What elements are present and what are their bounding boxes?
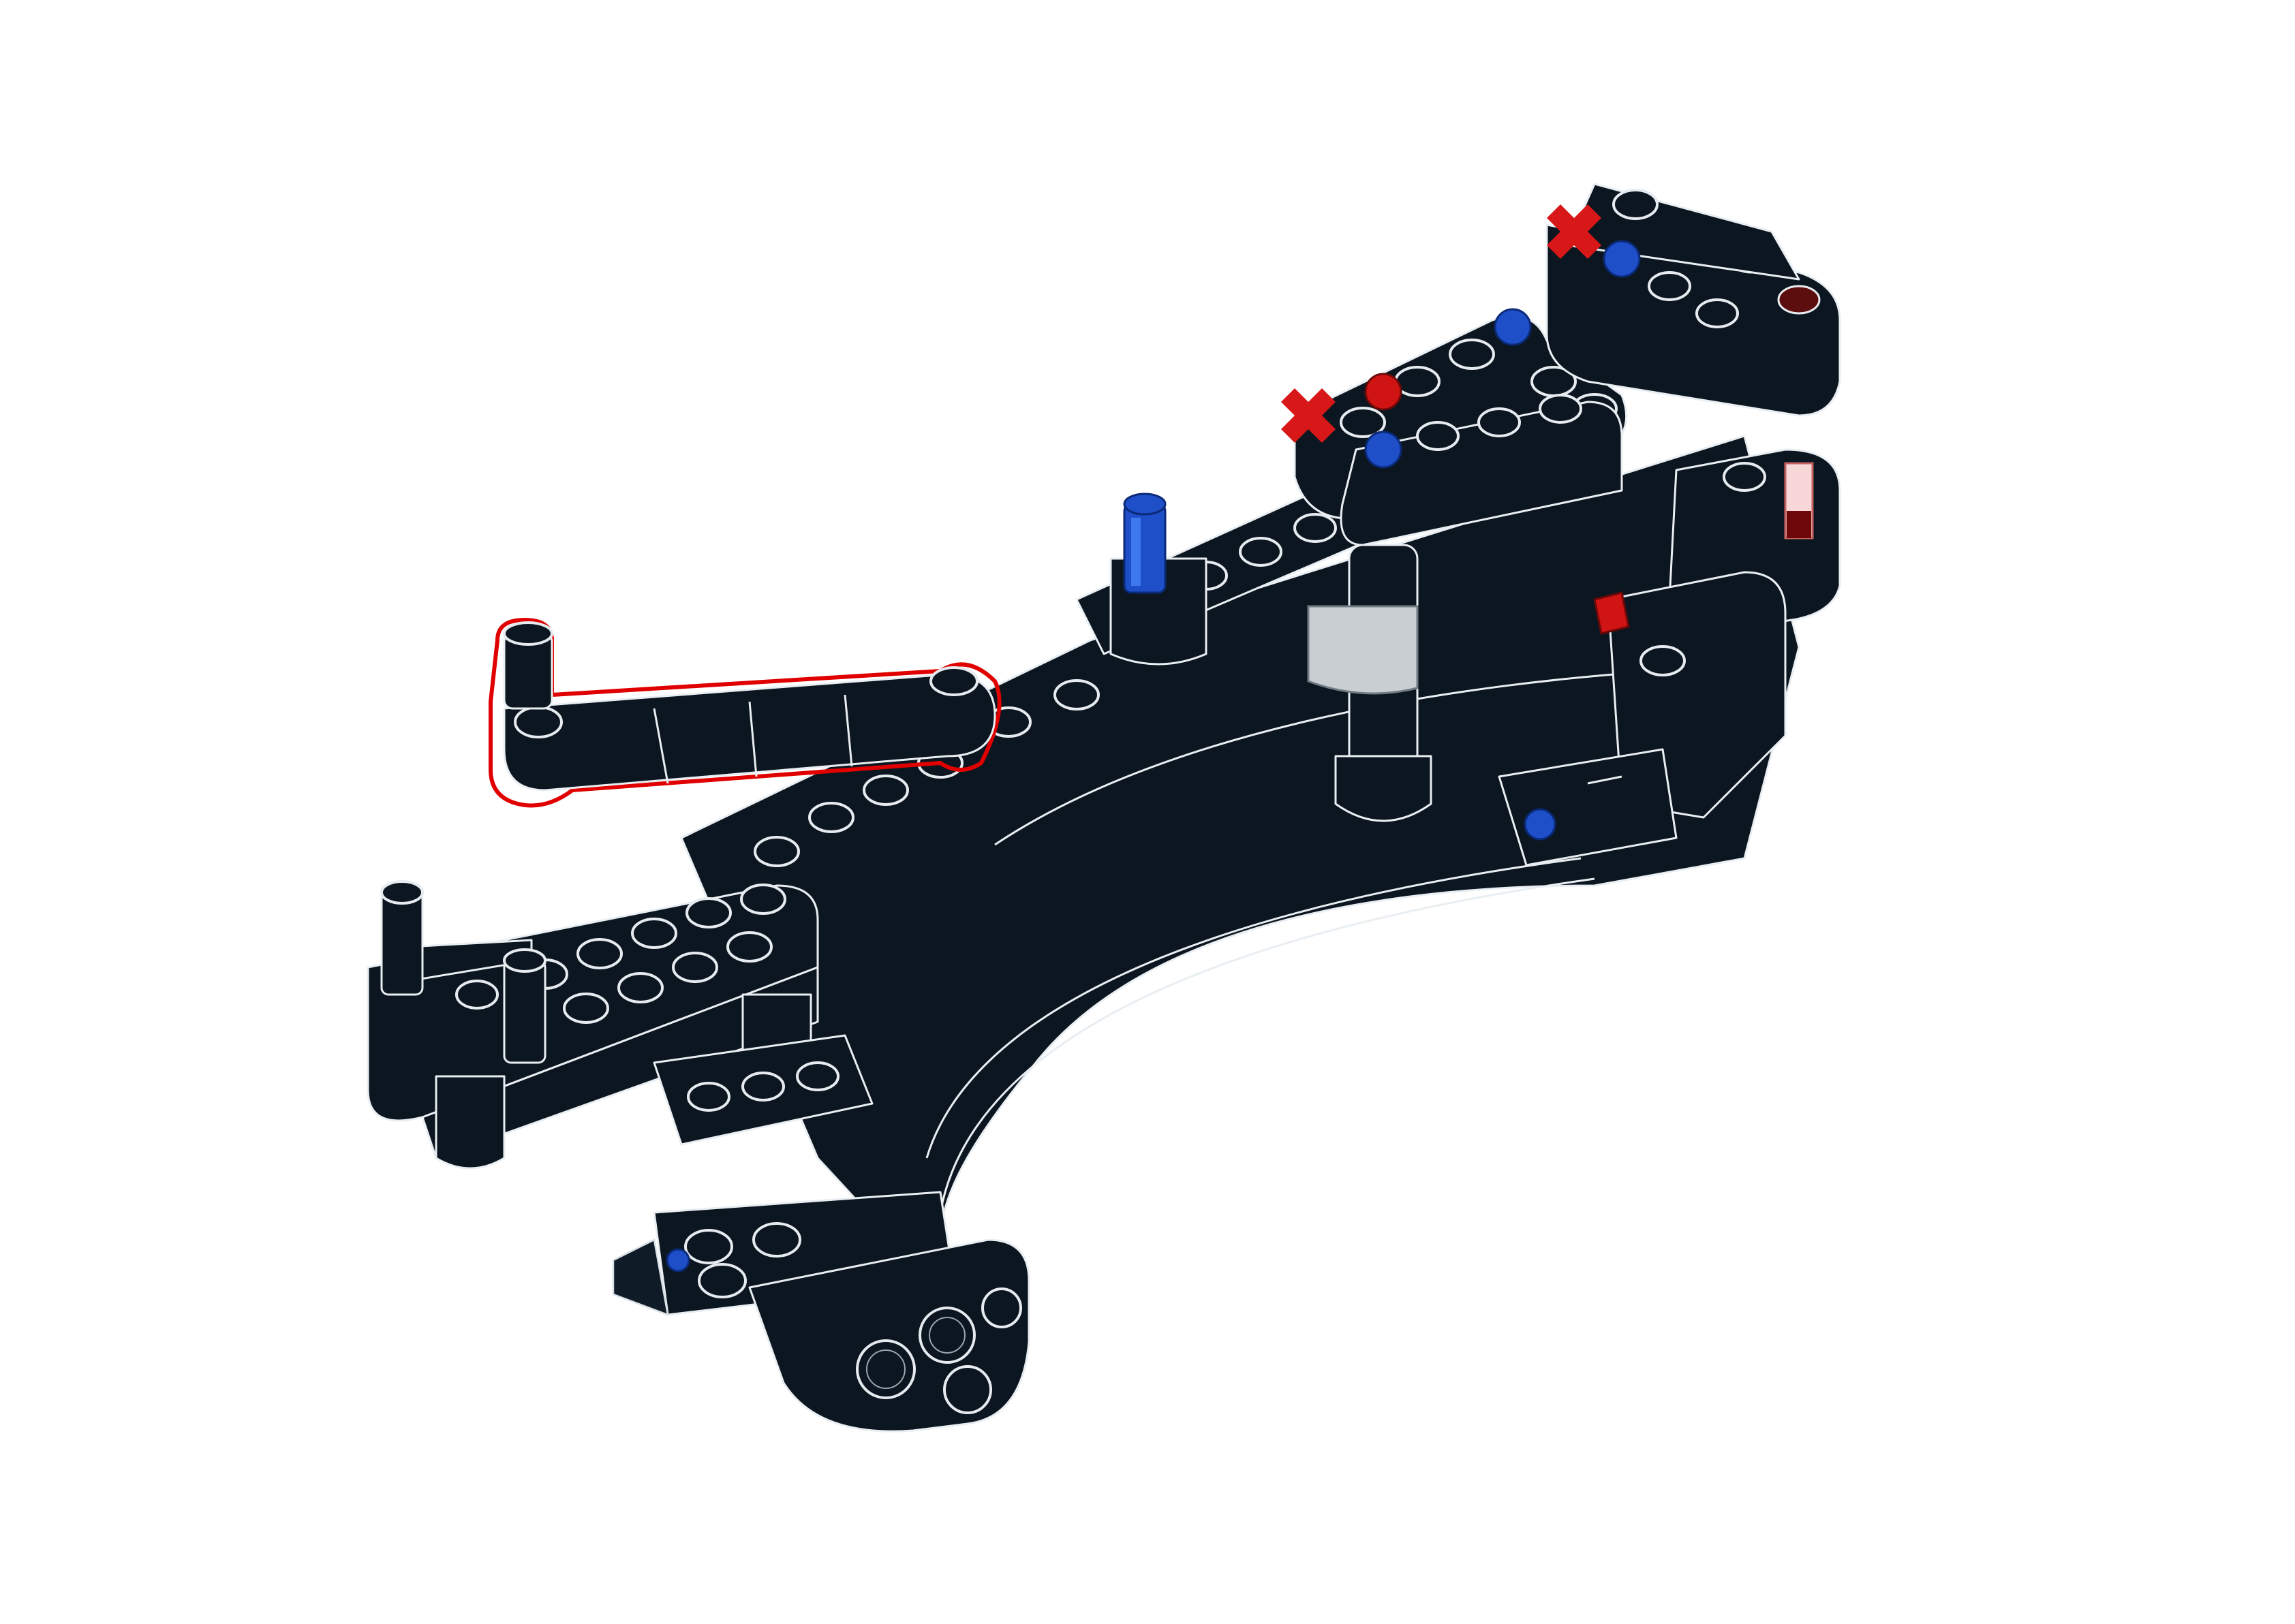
support-cylinder-left: [435, 1075, 506, 1170]
blue-pin-top-left: [1364, 431, 1402, 469]
bottom-connector-block: [612, 1191, 1030, 1433]
upper-right-assembly: [1293, 183, 1841, 866]
connector-holes: [684, 1222, 1022, 1414]
blue-pin-bottom: [666, 1248, 690, 1272]
blue-pin-top-mid: [1494, 308, 1532, 346]
frame-holes: [754, 679, 1100, 867]
black-pin-front: [503, 948, 546, 1064]
grey-bushing: [1307, 605, 1419, 695]
bottom-flap: [612, 1238, 669, 1316]
red-x-marker: [1281, 388, 1336, 443]
blue-pin-top-right: [1603, 240, 1641, 278]
red-x-marker: [1547, 204, 1601, 259]
red-gear-piece: [1593, 591, 1630, 635]
blue-pin-right: [1524, 808, 1556, 841]
lower-middle-beam: [653, 1034, 874, 1146]
central-axle-assembly: [1307, 544, 1432, 822]
red-axle-top: [1364, 373, 1402, 411]
black-pin-left: [380, 880, 424, 996]
lower-left-beam: [367, 679, 1100, 1170]
link-arm: [489, 618, 1002, 808]
main-curved-frame: [680, 435, 1800, 1248]
blue-pin-vertical: [1109, 493, 1207, 666]
